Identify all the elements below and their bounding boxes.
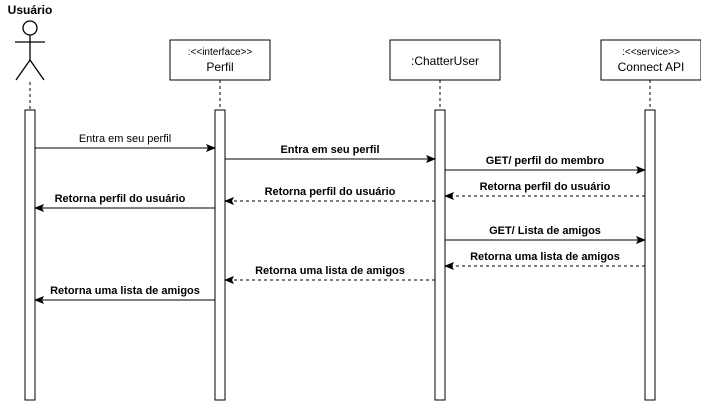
message-label: Retorna uma lista de amigos	[50, 285, 200, 297]
activation-connect-api	[644, 109, 656, 401]
participant-name: Perfil	[206, 60, 233, 74]
message-label: Entra em seu perfil	[280, 144, 379, 156]
participant-name: Connect API	[618, 60, 685, 74]
actor-name: Usuário	[8, 3, 53, 17]
stick-figure-icon	[15, 20, 45, 81]
participant-stereotype: :<<service>>	[622, 47, 680, 58]
activation-usuario	[24, 109, 36, 401]
participant-name: :ChatterUser	[411, 54, 479, 68]
participant-chatteruser[interactable]: :ChatterUser	[389, 39, 501, 81]
message-label: Retorna perfil do usuário	[480, 181, 611, 193]
actor-usuario[interactable]: Usuário	[8, 3, 53, 81]
participant-perfil[interactable]: :<<interface>> Perfil	[169, 39, 271, 81]
message-label: Retorna uma lista de amigos	[470, 251, 620, 263]
message-label: Retorna perfil do usuário	[55, 193, 186, 205]
message-label: GET/ Lista de amigos	[489, 225, 601, 237]
activation-perfil	[214, 109, 226, 401]
participant-connect-api[interactable]: :<<service>> Connect API	[600, 39, 701, 81]
message-label: Retorna perfil do usuário	[265, 186, 396, 198]
participant-stereotype: :<<interface>>	[188, 47, 253, 58]
activation-chatteruser	[434, 109, 446, 401]
message-label: Retorna uma lista de amigos	[255, 265, 405, 277]
message-label: Entra em seu perfil	[79, 133, 171, 145]
message-label: GET/ perfil do membro	[486, 155, 605, 167]
